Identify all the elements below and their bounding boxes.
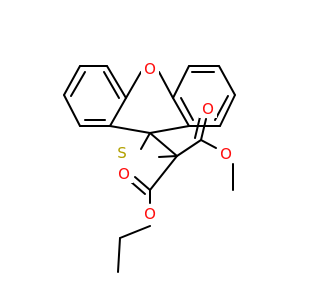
bond [158, 155, 178, 158]
atom-s-ring: S [113, 144, 131, 162]
bond [176, 139, 202, 157]
bond-double-inner [180, 97, 194, 121]
atom-o-ester-upper: O [217, 145, 235, 163]
bond-double-inner [194, 116, 201, 139]
bond [63, 94, 81, 127]
atom-o-ring-label: O [144, 60, 156, 78]
atom-o-carbonyl-lower-label: O [118, 165, 130, 183]
bond [63, 65, 81, 96]
bond [106, 65, 127, 99]
bond-double-inner [214, 95, 229, 121]
bond-double-inner [129, 180, 146, 195]
atom-o-carbonyl-upper-label: O [202, 100, 214, 118]
bond [200, 118, 207, 141]
atom-label-layer: O S O O O O [113, 60, 235, 223]
atom-o-carbonyl-upper: O [199, 100, 217, 118]
bond [200, 139, 217, 149]
bond [109, 97, 127, 127]
atom-o-ring: O [141, 60, 159, 78]
bond-layer [63, 65, 236, 273]
bond [134, 176, 151, 191]
bond [109, 125, 151, 134]
bond-double-inner [103, 71, 120, 99]
atom-o-carbonyl-lower: O [115, 165, 133, 183]
bond [172, 65, 190, 99]
atom-s-ring-label: S [117, 144, 127, 162]
atom-o-ester-upper-label: O [220, 145, 232, 163]
bond [119, 225, 151, 239]
bond [219, 94, 236, 127]
molecule-canvas: O S O O O O [63, 60, 236, 273]
bond [149, 132, 178, 157]
bond [158, 71, 174, 99]
bond [117, 237, 121, 273]
bond [125, 71, 142, 99]
bond-double-inner [70, 71, 86, 97]
bond [140, 132, 151, 150]
atom-o-ester-lower: O [141, 205, 159, 223]
bond [149, 155, 178, 191]
bond [149, 125, 190, 134]
molecule-structure: O S O O O O [63, 60, 236, 273]
bond [172, 97, 190, 127]
atom-o-ester-lower-label: O [144, 205, 156, 223]
bond [218, 65, 236, 96]
